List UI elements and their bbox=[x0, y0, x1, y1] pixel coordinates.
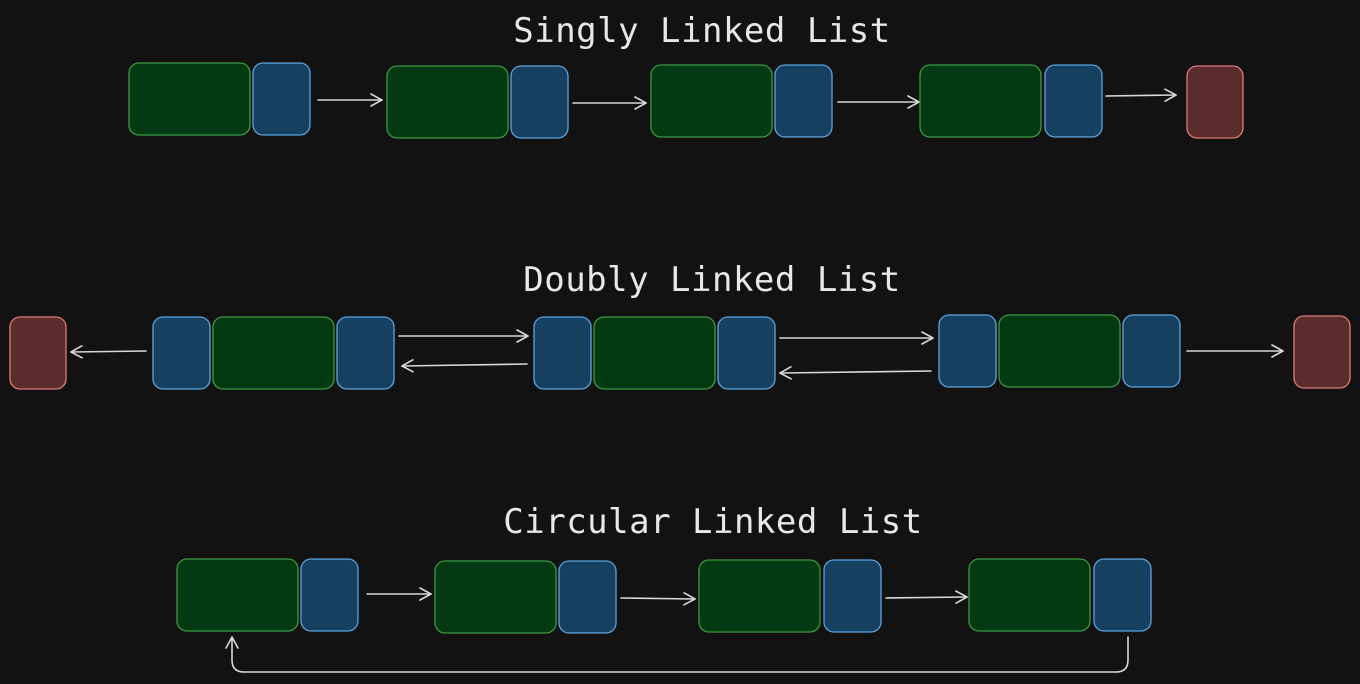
circular-node-3-data bbox=[698, 559, 821, 633]
doubly-node-1-next bbox=[336, 316, 395, 390]
doubly-node-3-data bbox=[998, 314, 1121, 388]
doubly-node-3-prev bbox=[938, 314, 997, 388]
singly-node-1-data bbox=[128, 62, 251, 136]
singly-null-node bbox=[1186, 65, 1244, 139]
circular-linked-list-title: Circular Linked List bbox=[503, 502, 922, 542]
doubly-arrow-1-backward bbox=[401, 359, 528, 373]
doubly-arrow-2-backward bbox=[779, 366, 932, 380]
circular-node-3 bbox=[698, 559, 882, 633]
doubly-node-2 bbox=[533, 316, 776, 390]
singly-node-4-next bbox=[1044, 64, 1103, 138]
singly-node-3-next bbox=[774, 64, 833, 138]
doubly-node-3-next bbox=[1122, 314, 1181, 388]
circular-linked-list bbox=[176, 558, 1152, 673]
singly-node-2-next bbox=[510, 65, 569, 139]
doubly-arrow-to-null-left bbox=[70, 345, 147, 359]
circular-arrow-3 bbox=[885, 590, 968, 604]
singly-node-4 bbox=[919, 64, 1103, 138]
doubly-linked-list-title: Doubly Linked List bbox=[523, 260, 900, 300]
singly-linked-list-title: Singly Linked List bbox=[513, 11, 890, 51]
singly-arrow-4 bbox=[1105, 88, 1177, 102]
doubly-node-1 bbox=[152, 316, 395, 390]
singly-node-2-data bbox=[386, 65, 509, 139]
circular-node-3-next bbox=[823, 559, 882, 633]
doubly-null-node-right bbox=[1293, 315, 1351, 389]
circular-arrow-2 bbox=[620, 592, 696, 606]
doubly-node-1-prev bbox=[152, 316, 211, 390]
doubly-node-1-data bbox=[212, 316, 335, 390]
circular-node-1-next bbox=[300, 558, 359, 632]
doubly-node-2-data bbox=[593, 316, 716, 390]
circular-node-2 bbox=[434, 560, 617, 634]
singly-node-3-data bbox=[650, 64, 773, 138]
circular-node-1 bbox=[176, 558, 359, 632]
doubly-node-2-prev bbox=[533, 316, 592, 390]
singly-node-3 bbox=[650, 64, 833, 138]
doubly-linked-list bbox=[9, 314, 1351, 390]
circular-node-4-next bbox=[1093, 558, 1152, 632]
circular-node-1-data bbox=[176, 558, 299, 632]
singly-node-4-data bbox=[919, 64, 1042, 138]
doubly-node-2-next bbox=[717, 316, 776, 390]
circular-node-4 bbox=[968, 558, 1152, 632]
doubly-node-3 bbox=[938, 314, 1181, 388]
circular-node-4-data bbox=[968, 558, 1091, 632]
singly-node-1 bbox=[128, 62, 311, 136]
circular-node-2-next bbox=[558, 560, 617, 634]
doubly-null-node-left bbox=[9, 316, 67, 390]
singly-linked-list bbox=[128, 62, 1244, 139]
circular-node-2-data bbox=[434, 560, 557, 634]
singly-node-2 bbox=[386, 65, 569, 139]
singly-node-1-next bbox=[252, 62, 311, 136]
circular-return-arrow bbox=[225, 636, 1129, 673]
